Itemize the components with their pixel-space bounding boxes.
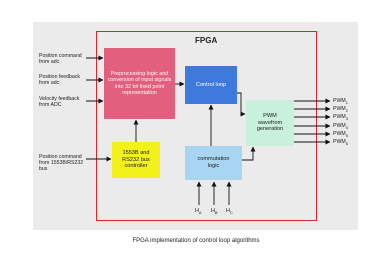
wire-control-to-pwm <box>237 92 246 117</box>
pwm-output-6: PWM6 <box>333 139 348 147</box>
pwm-output-5: PWM5 <box>333 131 348 139</box>
preprocessing-block: Preprocessing logic and conversion of in… <box>104 48 175 119</box>
hall-input-a: HA <box>195 208 202 216</box>
bus-controller-label: 1553B and RS232 bus controller <box>122 149 150 170</box>
pwm-output-4: PWM4 <box>333 123 348 131</box>
figure-caption: FPGA implementation of control loop algo… <box>132 238 260 244</box>
pwm-output-3: PWM3 <box>333 114 348 122</box>
pwm-output-1: PWM1 <box>333 98 348 106</box>
control-loop-label: Control loop <box>195 81 227 88</box>
preprocessing-label: Preprocessing logic and conversion of in… <box>107 70 172 96</box>
pwm-output-2: PWM2 <box>333 106 348 114</box>
wire-commutation-to-pwm <box>242 146 256 161</box>
commutation-label: commutation logic <box>197 156 230 169</box>
bus-controller-block: 1553B and RS232 bus controller <box>112 142 160 178</box>
pwm-generation-block: PWM wavefrom generation <box>246 100 294 146</box>
input-label-position-feedback: Position feedback from adc <box>39 74 80 87</box>
commutation-block: commutation logic <box>185 146 242 180</box>
input-label-position-command: Position command from adc <box>39 53 82 66</box>
pwm-generation-label: PWM wavefrom generation <box>256 112 284 133</box>
input-label-velocity-feedback: Velocity feedback from ADC <box>39 96 80 109</box>
fpga-title: FPGA <box>195 36 218 45</box>
hall-input-c: HC <box>226 208 233 216</box>
hall-input-b: HB <box>211 208 218 216</box>
input-label-bus-command: Position command from 1553B/RS232 bus <box>39 154 84 173</box>
control-loop-block: Control loop <box>185 66 237 104</box>
